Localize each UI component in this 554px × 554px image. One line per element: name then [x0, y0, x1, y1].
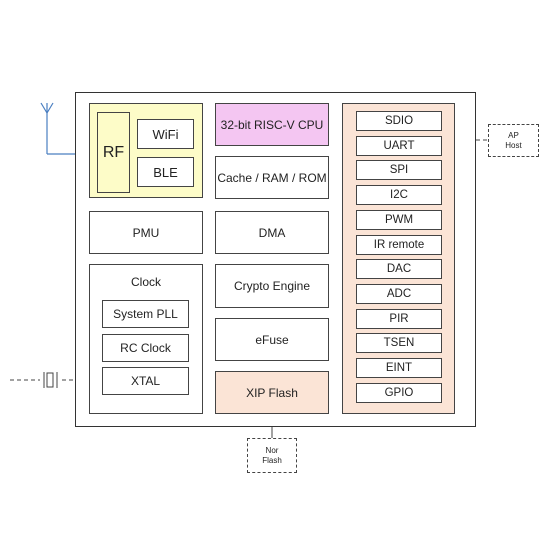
rf-block: RF [97, 112, 130, 193]
peripheral-7: ADC [356, 283, 442, 304]
memory-block: Cache / RAM / ROM [215, 156, 329, 199]
ble-block: BLE [137, 157, 194, 187]
cpu-block: 32-bit RISC-V CPU [215, 103, 329, 146]
antenna-icon [40, 102, 54, 154]
wifi-block: WiFi [137, 119, 194, 149]
dma-block: DMA [215, 211, 329, 254]
peripheral-5: IR remote [356, 234, 442, 255]
peripheral-6: DAC [356, 259, 442, 280]
crypto-engine-block: Crypto Engine [215, 264, 329, 308]
xip-flash-block: XIP Flash [215, 371, 329, 414]
peripheral-2: SPI [356, 160, 442, 181]
peripheral-11: GPIO [356, 382, 442, 403]
system-pll-block: System PLL [102, 300, 189, 328]
peripheral-3: I2C [356, 185, 442, 206]
peripheral-4: PWM [356, 209, 442, 230]
peripheral-1: UART [356, 135, 442, 156]
clock-title: Clock [130, 275, 161, 289]
crystal-icon [43, 372, 58, 388]
rc-clock-block: RC Clock [102, 334, 189, 362]
peripheral-0: SDIO [356, 111, 442, 131]
peripheral-10: EINT [356, 358, 442, 378]
peripheral-8: PIR [356, 308, 442, 329]
xtal-block: XTAL [102, 367, 189, 395]
nor-flash-block: Nor Flash [247, 438, 297, 473]
peripheral-9: TSEN [356, 333, 442, 354]
efuse-block: eFuse [215, 318, 329, 361]
ap-host-block: AP Host [488, 124, 539, 157]
pmu-block: PMU [89, 211, 203, 254]
